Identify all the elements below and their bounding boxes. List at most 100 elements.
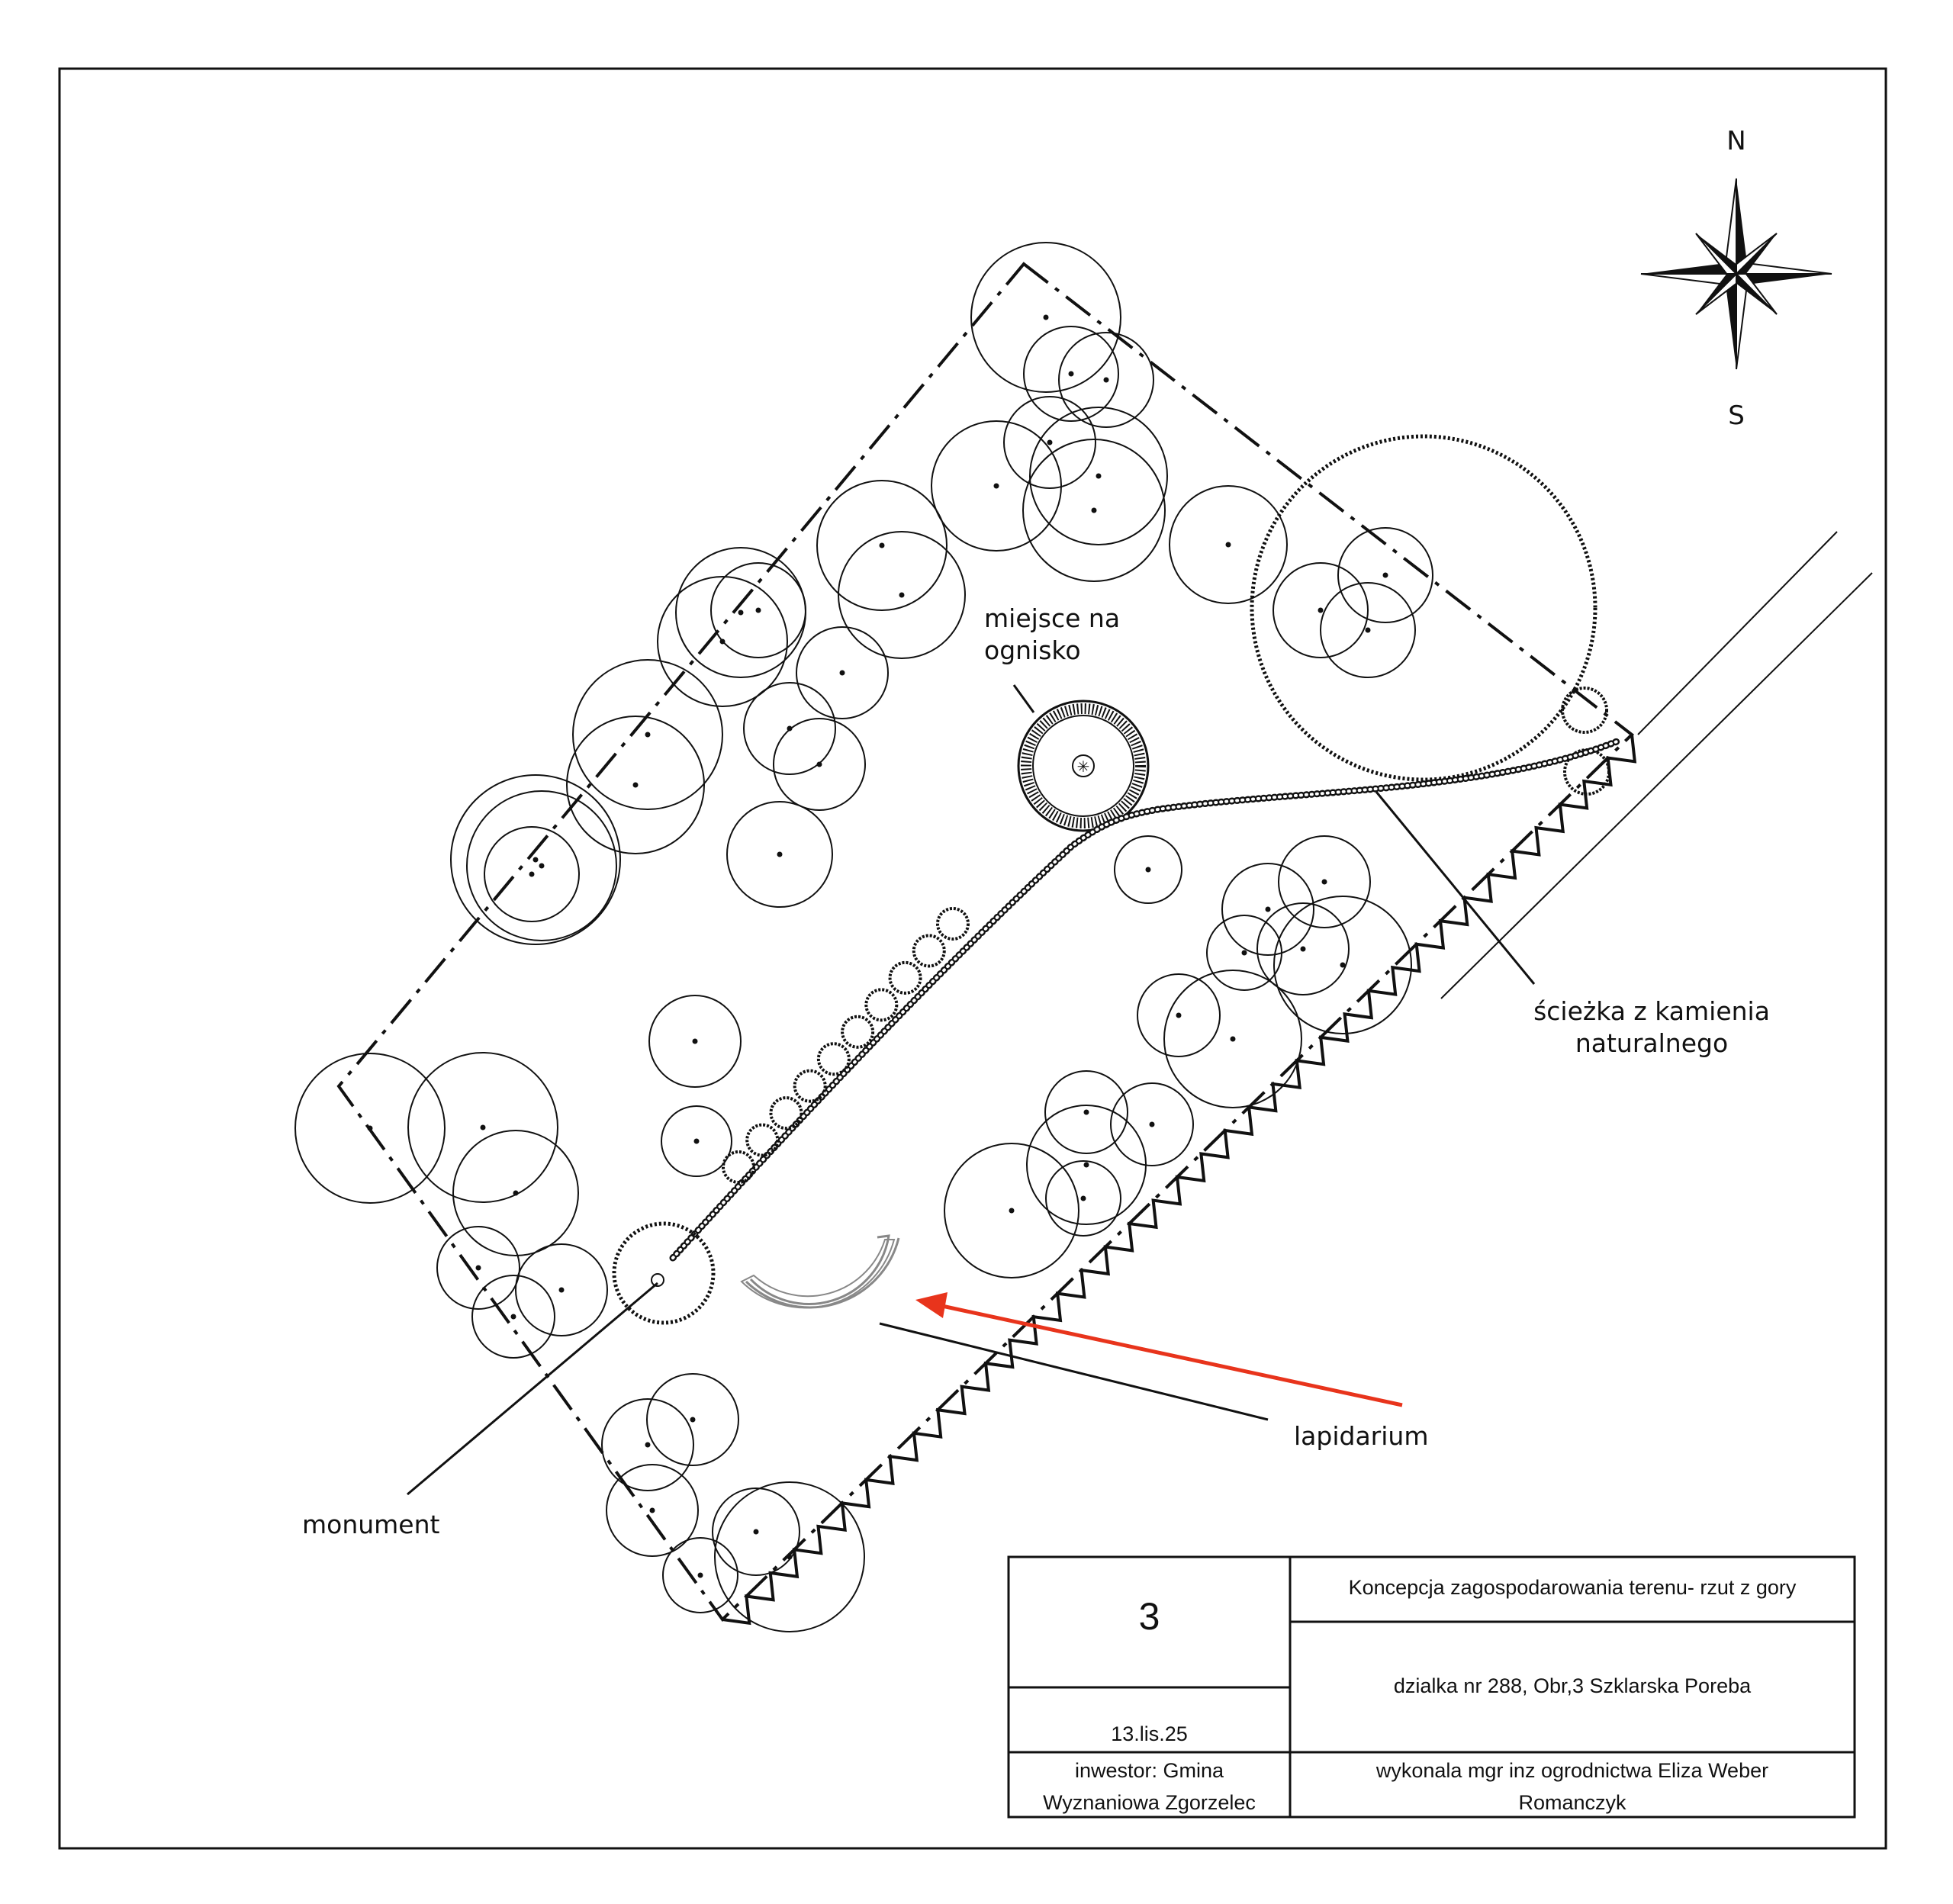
tree-canopy bbox=[1026, 1105, 1147, 1225]
shrub bbox=[936, 907, 970, 941]
location: dzialka nr 288, Obr,3 Szklarska Poreba bbox=[1393, 1674, 1752, 1697]
tree-canopy bbox=[1221, 863, 1314, 956]
hedge-fence bbox=[722, 734, 1637, 1626]
author-line: Romanczyk bbox=[1518, 1791, 1626, 1814]
road-edge bbox=[1440, 572, 1873, 999]
tree-canopy bbox=[1058, 332, 1154, 428]
tree-trunk bbox=[1318, 607, 1324, 613]
tree-trunk bbox=[367, 1125, 373, 1131]
shrub bbox=[888, 960, 922, 995]
tree-canopy bbox=[1273, 896, 1412, 1034]
tree-trunk bbox=[993, 483, 999, 489]
shrub bbox=[722, 1150, 755, 1184]
tree-trunk bbox=[1083, 1162, 1089, 1168]
tree-canopy bbox=[1029, 407, 1168, 545]
tree-canopy bbox=[1023, 326, 1119, 422]
tree-trunk bbox=[816, 761, 822, 767]
tree-trunk bbox=[529, 871, 535, 877]
tree-trunk bbox=[690, 1417, 696, 1423]
tree-trunk bbox=[1083, 1109, 1089, 1115]
tree-canopy bbox=[773, 718, 866, 811]
tree-trunk bbox=[1080, 1195, 1086, 1201]
tree-canopy bbox=[838, 531, 966, 659]
leader-line bbox=[1012, 684, 1035, 713]
tree-canopy bbox=[1278, 835, 1371, 928]
shrub bbox=[841, 1015, 875, 1049]
tree-trunk bbox=[692, 1038, 698, 1044]
tree-canopy bbox=[657, 576, 788, 707]
tree-canopy bbox=[450, 774, 621, 945]
road-edge bbox=[1637, 531, 1838, 735]
tree-trunk bbox=[1091, 507, 1097, 513]
tree-canopy bbox=[712, 1488, 800, 1576]
tree-canopy bbox=[1320, 582, 1416, 678]
label-line: ścieżka z kamienia bbox=[1533, 996, 1770, 1026]
label-line: miejsce na bbox=[984, 603, 1121, 633]
plot-boundary bbox=[336, 262, 1635, 1623]
shrub bbox=[864, 988, 899, 1022]
investor-line: inwestor: Gmina bbox=[1074, 1759, 1224, 1782]
title-block-frame bbox=[1007, 1555, 1856, 1819]
tree-trunk bbox=[839, 670, 845, 676]
compass-south-label: S bbox=[1728, 400, 1745, 431]
author: wykonala mgr inz ogrodnictwa Eliza Weber… bbox=[1290, 1754, 1855, 1819]
tree-canopy bbox=[1045, 1160, 1121, 1237]
tree-trunk bbox=[1300, 946, 1306, 952]
tree-canopy bbox=[796, 626, 889, 719]
stone-path-label: ścieżka z kamienia naturalnego bbox=[1518, 995, 1785, 1060]
tree-canopy bbox=[970, 242, 1121, 393]
shrub bbox=[769, 1096, 803, 1130]
tree-trunk bbox=[879, 542, 885, 548]
drawing-frame bbox=[58, 67, 1887, 1850]
arrow-head-icon bbox=[915, 1292, 948, 1318]
tree-canopy bbox=[743, 682, 836, 775]
red-arrow bbox=[941, 1304, 1403, 1407]
tree-canopy bbox=[661, 1105, 732, 1177]
tree-trunk bbox=[1241, 950, 1247, 956]
tree-trunk bbox=[753, 1529, 759, 1535]
tree-trunk bbox=[719, 638, 726, 645]
tree-trunk bbox=[1340, 962, 1346, 968]
tree-trunk bbox=[645, 1442, 651, 1448]
tree-canopy bbox=[407, 1052, 558, 1203]
tree-canopy bbox=[726, 801, 833, 908]
shrub bbox=[912, 934, 946, 968]
tree-trunk bbox=[513, 1190, 519, 1196]
tree-canopy bbox=[1256, 902, 1350, 995]
shrub bbox=[1561, 687, 1608, 734]
compass-north-label: N bbox=[1726, 126, 1745, 156]
tree-trunk bbox=[649, 1507, 655, 1513]
label-line: ognisko bbox=[984, 635, 1081, 665]
tree-canopy bbox=[1114, 835, 1182, 904]
tree-canopy bbox=[1044, 1070, 1128, 1154]
investor: inwestor: Gmina Wyznaniowa Zgorzelec bbox=[1009, 1754, 1290, 1819]
tree-canopy bbox=[566, 716, 705, 854]
tree-canopy bbox=[646, 1373, 739, 1466]
tree-canopy bbox=[466, 790, 617, 941]
tree-canopy bbox=[931, 420, 1062, 552]
tree-canopy bbox=[1137, 973, 1221, 1057]
tree-canopy bbox=[1337, 527, 1433, 623]
tree-trunk bbox=[1068, 371, 1074, 377]
monument-symbol bbox=[612, 1221, 716, 1325]
tree-canopy bbox=[436, 1226, 520, 1310]
tree-canopy bbox=[484, 826, 580, 922]
shrub-row bbox=[722, 907, 970, 1184]
fire-pit: ✳ bbox=[1017, 700, 1150, 832]
tree-canopy bbox=[714, 1481, 865, 1632]
shrub bbox=[793, 1069, 827, 1103]
tree-trunk bbox=[1043, 314, 1049, 320]
tree-trunk bbox=[1047, 439, 1053, 445]
tree-canopy bbox=[601, 1398, 694, 1491]
tree-trunk bbox=[1365, 627, 1371, 633]
tree-canopy bbox=[1206, 915, 1282, 991]
tree-canopy bbox=[648, 995, 742, 1088]
tree-canopy bbox=[662, 1537, 738, 1613]
fire-place-label: miejsce na ognisko bbox=[984, 603, 1120, 667]
tree-trunk bbox=[1009, 1208, 1015, 1214]
compass-rose-icon bbox=[1640, 178, 1832, 370]
tree-trunk bbox=[645, 732, 651, 738]
tree-trunk bbox=[480, 1124, 486, 1130]
tree-canopy bbox=[944, 1143, 1079, 1278]
